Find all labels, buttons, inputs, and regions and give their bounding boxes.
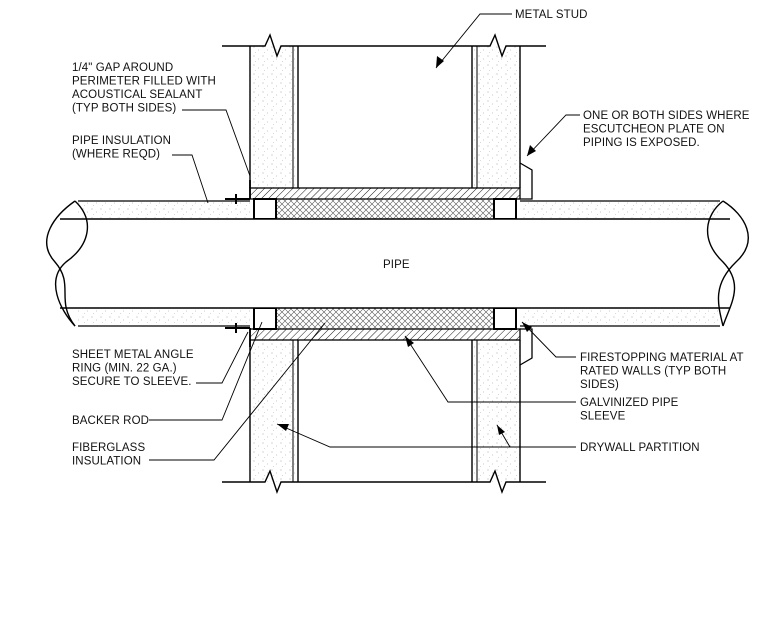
- label-drywall: DRYWALL PARTITION: [580, 442, 700, 454]
- sheet-metal-angle-ring: [225, 180, 251, 347]
- label-firestopping: FIRESTOPPING MATERIAL AT RATED WALLS (TY…: [580, 352, 747, 391]
- labels: METAL STUD 1/4" GAP AROUND PERIMETER FIL…: [72, 9, 753, 468]
- label-sleeve: GALVINIZED PIPE SLEEVE: [580, 397, 682, 423]
- label-metal-stud: METAL STUD: [515, 9, 588, 21]
- pipe: [46, 200, 749, 327]
- leader-arrowheads: [277, 56, 536, 435]
- lower-wall: [222, 340, 546, 495]
- label-backer-rod: BACKER ROD: [72, 415, 149, 427]
- label-angle-ring: SHEET METAL ANGLE RING (MIN. 22 GA.) SEC…: [72, 349, 197, 388]
- label-escutcheon: ONE OR BOTH SIDES WHERE ESCUTCHEON PLATE…: [583, 110, 753, 149]
- label-pipe: PIPE: [383, 259, 410, 271]
- label-gap-sealant: 1/4" GAP AROUND PERIMETER FILLED WITH AC…: [72, 62, 219, 115]
- upper-wall: [222, 33, 546, 188]
- pipe-insulation-strips: [78, 200, 720, 327]
- label-fiberglass: FIBERGLASS INSULATION: [72, 442, 149, 468]
- label-pipe-insulation: PIPE INSULATION (WHERE REQD): [72, 135, 174, 161]
- fiberglass-insulation: [275, 198, 495, 330]
